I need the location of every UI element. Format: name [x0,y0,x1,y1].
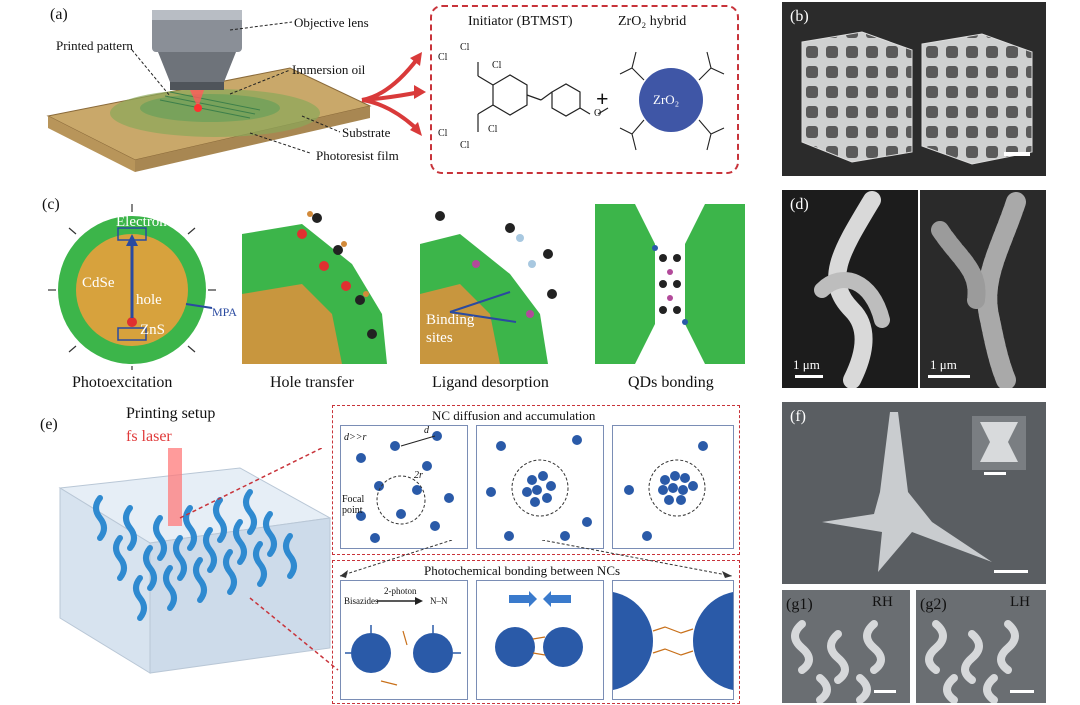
atom-cl-2: Cl [438,52,448,63]
panel-d-image-right [920,190,1046,388]
ligand-desorption-diagram [420,211,557,364]
caption-hole-transfer: Hole transfer [270,374,354,391]
panel-g1-label: (g1) [786,596,813,613]
scale-label-d-left: 1 μm [793,357,820,372]
panel-f-label: (f) [790,408,806,425]
connector-lines [339,540,733,578]
fs-laser-label: fs laser [126,428,172,445]
scalebar-d-left [795,375,823,378]
bisazides-label: Bisazides [344,596,379,606]
atom-o: O [594,108,602,119]
printing-setup-illustration [46,10,372,172]
atom-cl-5: Cl [488,124,498,135]
panel-g1-tag: RH [872,594,893,610]
nc-diffusion-box [332,405,740,555]
printing-box-illustration [58,448,339,674]
diffusion-subpanel-2 [476,425,604,549]
label-immersion-oil: Immersion oil [292,62,366,77]
label-substrate: Substrate [342,125,391,140]
caption-qds-bonding: QDs bonding [628,374,714,391]
bonding-subpanel-3 [612,580,734,700]
printing-setup-title: Printing setup [126,405,216,422]
initiator-title: Initiator (BTMST) [468,14,573,29]
mpa-label: MPA [212,305,237,319]
atom-cl-3: Cl [492,60,502,71]
hybrid-title: ZrO₂ hybrid [618,14,687,29]
caption-ligand-desorption: Ligand desorption [432,374,549,391]
diffusion-subpanel-1 [340,425,468,549]
photochemical-bonding-title: Photochemical bonding between NCs [424,563,621,578]
label-photoresist-film: Photoresist film [316,148,399,163]
atom-cl-1: Cl [460,42,470,53]
hole-transfer-diagram [242,211,387,364]
label-point: point [342,505,363,516]
hole-label: hole [136,292,162,308]
panel-d-image-left [782,190,918,388]
panel-g1-image [782,590,910,703]
label-d: d [424,425,429,436]
chemistry-box [430,5,739,174]
label-objective-lens: Objective lens [294,15,369,30]
binding-sites-label-1: Binding [426,312,475,328]
electron-label: Electron [116,214,167,230]
red-arrows [361,52,426,136]
panel-g2-tag: LH [1010,594,1030,610]
nc-diffusion-title: NC diffusion and accumulation [432,408,596,423]
zro2-hybrid [619,51,725,151]
scale-label-d-right: 1 μm [930,357,957,372]
label-focal: Focal [342,494,365,505]
photochemical-bonding-box [332,560,740,704]
nn-label: N–N [430,596,448,606]
zro2-core-label: ZrO₂ [653,92,680,107]
panel-g2-label: (g2) [920,596,947,613]
two-photon-label: 2-photon [384,586,417,596]
btmst-structure [477,62,609,132]
panel-b-image [782,2,1046,176]
binding-sites-label-2: sites [426,330,453,346]
scalebar-d-right [928,375,970,378]
panel-g2-image [916,590,1046,703]
cdse-label: CdSe [82,275,115,291]
panel-e-label: (e) [40,416,58,433]
plus-sign: + [596,86,609,111]
label-printed-pattern: Printed pattern [56,38,133,53]
label-2r: 2r [414,470,423,481]
diffusion-subpanel-3 [612,425,734,549]
qds-bonding-diagram [595,204,745,364]
atom-cl-6: Cl [460,140,470,151]
bonding-subpanel-2 [476,580,604,700]
panel-a-label: (a) [50,6,68,23]
bonding-subpanel-1 [340,580,468,700]
atom-cl-4: Cl [438,128,448,139]
panel-c-label: (c) [42,196,60,213]
panel-b-label: (b) [790,8,809,25]
caption-photoexcitation: Photoexcitation [72,374,173,391]
quantum-dot-diagram [48,204,216,370]
zns-label: ZnS [140,322,166,338]
panel-f-image [782,402,1046,584]
panel-d-label: (d) [790,196,809,213]
label-d-r: d>>r [344,432,367,443]
